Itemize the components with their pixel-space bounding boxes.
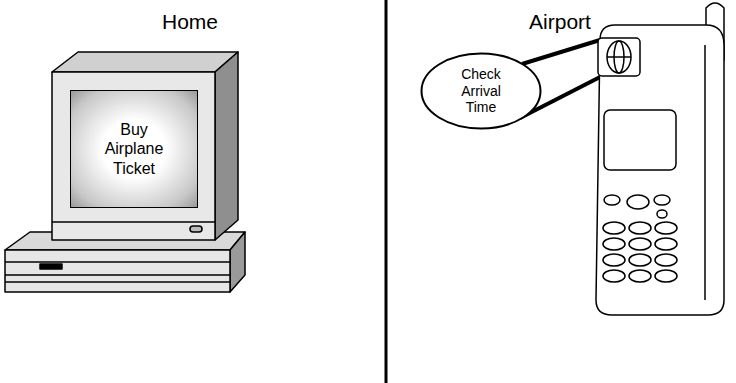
node-text: Check Arrival Time [449,66,513,116]
computer-drawing [5,52,245,292]
panel-heading: Airport [529,10,591,34]
computer-screen: Buy Airplane Ticket [70,90,198,208]
divider-line [385,0,388,383]
node-text: Buy Airplane Ticket [95,120,173,178]
phone-drawing [596,3,724,315]
panel-heading: Home [162,10,218,34]
callout-ellipse: Check Arrival Time [420,52,542,130]
